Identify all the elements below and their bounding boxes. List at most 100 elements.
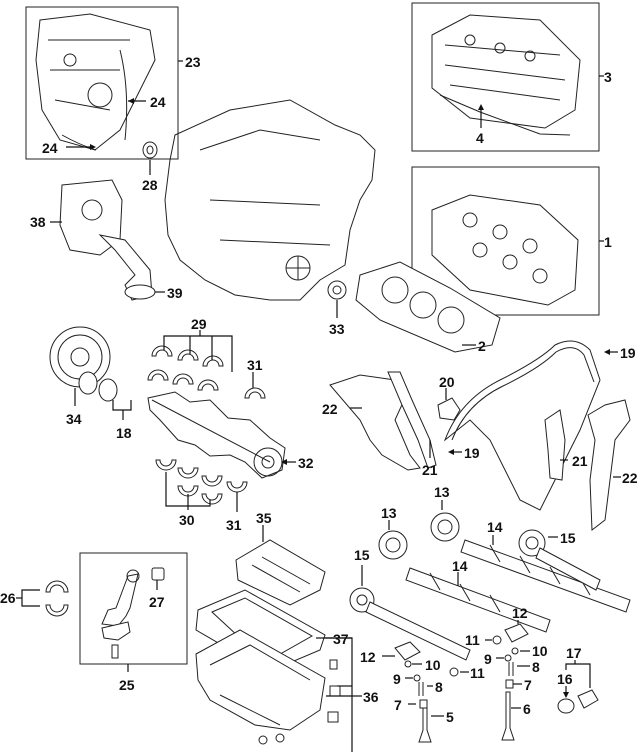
callout-11: 11 bbox=[470, 665, 485, 681]
callout-24: 24 bbox=[150, 94, 166, 110]
timing-cover-inset-box bbox=[25, 6, 179, 160]
upper-main-bearings bbox=[147, 345, 224, 391]
callout-37: 37 bbox=[333, 631, 349, 647]
rod-cap bbox=[101, 621, 131, 641]
callout-34: 34 bbox=[66, 411, 82, 427]
rod-bearing bbox=[45, 580, 69, 593]
intake-valve bbox=[418, 707, 432, 743]
callout-39: 39 bbox=[167, 285, 183, 301]
cam-sprocket-13 bbox=[430, 512, 460, 542]
lash-adjuster bbox=[449, 667, 459, 677]
lash-adjuster bbox=[492, 635, 502, 645]
oil-pan bbox=[195, 629, 326, 731]
valve-cover bbox=[431, 14, 581, 129]
callout-23: 23 bbox=[185, 54, 201, 70]
drain-plug bbox=[329, 659, 338, 670]
callout-8: 8 bbox=[532, 659, 540, 675]
callout-15: 15 bbox=[354, 547, 370, 563]
roller-follower bbox=[577, 689, 599, 709]
valve-retainer bbox=[504, 654, 512, 662]
callout-9: 9 bbox=[393, 671, 401, 687]
camshaft-14 bbox=[405, 567, 551, 633]
valve-spring bbox=[508, 662, 514, 676]
rocker-arm bbox=[394, 641, 421, 661]
callout-22: 22 bbox=[622, 470, 638, 486]
callout-10: 10 bbox=[425, 657, 441, 673]
callout-4: 4 bbox=[476, 130, 484, 146]
cylinder-head bbox=[431, 194, 579, 306]
callout-17: 17 bbox=[566, 645, 582, 661]
callout-27: 27 bbox=[149, 594, 165, 610]
callout-19: 19 bbox=[464, 445, 480, 461]
valve-retainer bbox=[413, 674, 421, 682]
rocker-arm bbox=[504, 623, 529, 643]
callout-18: 18 bbox=[116, 425, 132, 441]
callout-33: 33 bbox=[329, 321, 345, 337]
callout-12: 12 bbox=[360, 649, 376, 665]
valve-keeper bbox=[404, 660, 412, 668]
pan-bolt bbox=[258, 735, 268, 745]
callout-8: 8 bbox=[435, 679, 443, 695]
callout-31: 31 bbox=[226, 517, 242, 533]
crankshaft bbox=[147, 391, 286, 479]
callout-11: 11 bbox=[465, 632, 480, 648]
callout-38: 38 bbox=[30, 214, 46, 230]
callout-10: 10 bbox=[532, 643, 548, 659]
chain-guide-right bbox=[544, 409, 566, 481]
valve-keeper bbox=[511, 647, 519, 655]
pan-bolt bbox=[327, 711, 339, 723]
callout-16: 16 bbox=[557, 671, 573, 687]
lower-main-bearings bbox=[155, 459, 223, 505]
callout-21: 21 bbox=[572, 453, 588, 469]
head-gasket bbox=[355, 261, 501, 353]
callout-28: 28 bbox=[142, 177, 158, 193]
callout-15: 15 bbox=[560, 530, 576, 546]
oil-pickup-tube bbox=[98, 234, 153, 301]
valve-seal bbox=[505, 679, 514, 689]
callout-30: 30 bbox=[179, 512, 195, 528]
front-crank-seal bbox=[142, 141, 158, 159]
callout-25: 25 bbox=[119, 677, 135, 693]
cam-sprocket-15 bbox=[349, 587, 471, 661]
callout-31: 31 bbox=[247, 357, 263, 373]
callout-5: 5 bbox=[446, 709, 454, 725]
oil-pan-gasket bbox=[195, 589, 326, 673]
callout-6: 6 bbox=[523, 701, 531, 717]
engine-block-outline bbox=[164, 99, 376, 301]
callout-26: 26 bbox=[0, 590, 16, 606]
callout-1: 1 bbox=[604, 234, 612, 250]
pan-bolt bbox=[329, 685, 341, 697]
piston-pin bbox=[151, 567, 165, 581]
timing-chain bbox=[443, 340, 601, 511]
chain-tensioner bbox=[437, 397, 461, 421]
callout-7: 7 bbox=[394, 697, 402, 713]
chain-guide bbox=[387, 371, 437, 469]
callout-9: 9 bbox=[484, 651, 492, 667]
callout-29: 29 bbox=[191, 316, 207, 332]
valve-cover-gasket bbox=[439, 94, 571, 136]
callout-12: 12 bbox=[512, 605, 528, 621]
valve-seal bbox=[419, 699, 428, 709]
thrust-washer bbox=[226, 481, 248, 493]
callout-3: 3 bbox=[604, 69, 612, 85]
callout-21: 21 bbox=[422, 462, 438, 478]
callout-32: 32 bbox=[298, 455, 314, 471]
callout-13: 13 bbox=[434, 484, 450, 500]
rod-bolt bbox=[111, 644, 119, 659]
callout-36: 36 bbox=[363, 689, 379, 705]
crank-sprocket bbox=[78, 371, 98, 395]
rear-crank-seal bbox=[327, 280, 347, 300]
cam-sprocket-13 bbox=[378, 530, 408, 560]
callout-13: 13 bbox=[381, 505, 397, 521]
timing-cover-gasket-lower bbox=[61, 134, 97, 151]
connecting-rod-inset-box bbox=[79, 552, 188, 665]
valve-cover-inset-box bbox=[411, 2, 600, 152]
callout-7: 7 bbox=[524, 677, 532, 693]
callout-35: 35 bbox=[256, 510, 272, 526]
callout-22: 22 bbox=[322, 401, 338, 417]
callout-19: 19 bbox=[620, 345, 636, 361]
callout-24: 24 bbox=[42, 140, 58, 156]
callout-20: 20 bbox=[439, 374, 455, 390]
camshaft-14 bbox=[460, 539, 631, 613]
